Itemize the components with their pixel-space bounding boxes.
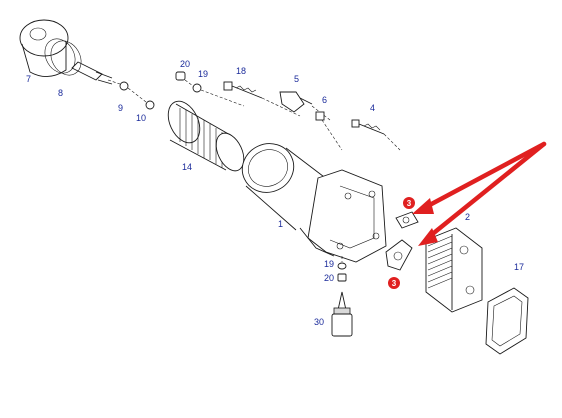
bolt-part-2: [351, 119, 401, 151]
callout-20-top: 20: [180, 59, 190, 69]
callout-1: 1: [278, 219, 283, 229]
oil-cooler-part: [425, 227, 483, 313]
callout-30: 30: [314, 317, 324, 327]
callout-5: 5: [294, 74, 299, 84]
callout-17: 17: [514, 262, 524, 272]
callout-7: 7: [26, 74, 31, 84]
callout-18: 18: [236, 66, 246, 76]
cooler-gasket-part: [485, 287, 529, 355]
callout-10: 10: [136, 113, 146, 123]
callout-badge-3a: 3: [403, 197, 415, 209]
callout-14: 14: [182, 162, 192, 172]
svg-text:3: 3: [392, 279, 397, 288]
o-ring-part: [107, 79, 155, 110]
callout-20-bottom: 20: [324, 273, 334, 283]
callout-19-top: 19: [198, 69, 208, 79]
drain-plug-parts: [337, 256, 347, 282]
callout-2: 2: [465, 212, 470, 222]
highlight-arrows: [412, 141, 547, 246]
sealant-tube-part: [331, 291, 353, 337]
bolt-part: [223, 81, 301, 117]
callout-4: 4: [370, 103, 375, 113]
gasket-part: [385, 211, 419, 271]
callout-8: 8: [58, 88, 63, 98]
svg-text:3: 3: [407, 199, 412, 208]
callout-6: 6: [322, 95, 327, 105]
washer-part: [315, 111, 343, 151]
plug-parts: [175, 71, 245, 107]
callout-badge-3b: 3: [388, 277, 400, 289]
callout-9: 9: [118, 103, 123, 113]
callout-19-bottom: 19: [324, 259, 334, 269]
filter-housing-part: [241, 143, 387, 263]
filter-cap-part: [19, 19, 113, 85]
filter-element-part: [167, 100, 245, 172]
